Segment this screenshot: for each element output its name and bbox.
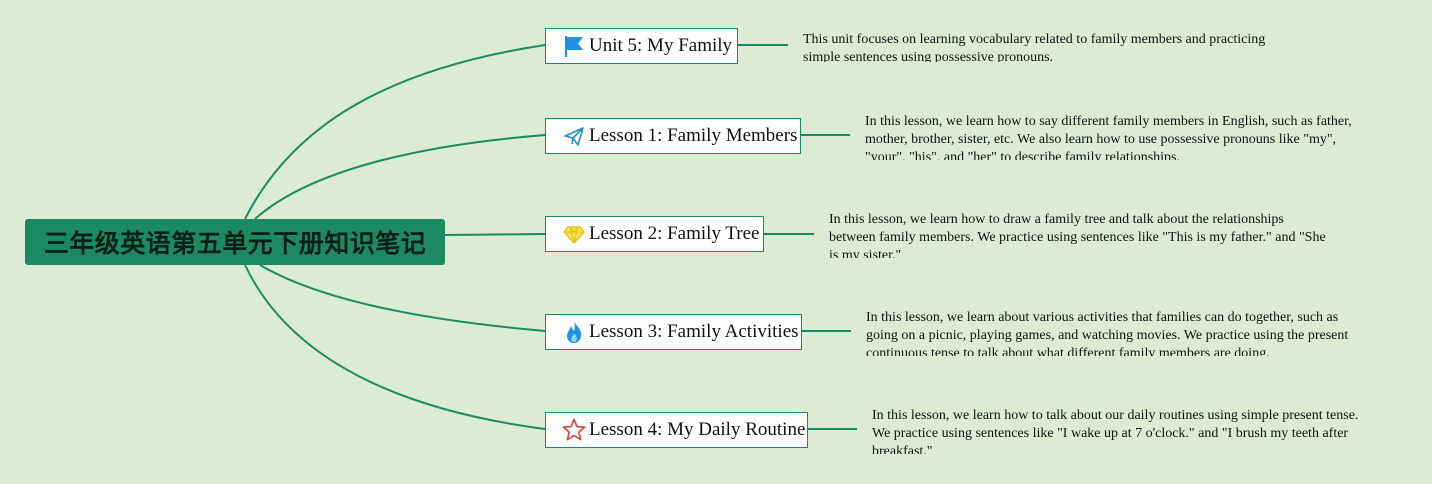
central-topic-title: 三年级英语第五单元下册知识笔记 (43, 229, 427, 258)
note-lesson3: In this lesson, we learn about various a… (866, 310, 1349, 356)
topic-label: Lesson 4: My Daily Routine (589, 419, 806, 440)
connector-lesson2 (444, 233, 546, 236)
note-lesson4: In this lesson, we learn how to talk abo… (872, 408, 1359, 454)
connector-lesson4 (244, 264, 546, 430)
topic-label: Lesson 1: Family Members (589, 125, 798, 146)
flame-icon (562, 320, 586, 344)
central-topic[interactable]: 三年级英语第五单元下册知识笔记 (25, 219, 445, 265)
diamond-icon (562, 222, 586, 246)
topic-label: Lesson 3: Family Activities (589, 321, 799, 342)
topic-lesson4[interactable]: Lesson 4: My Daily Routine (545, 412, 808, 448)
star-icon (562, 418, 586, 442)
paper-plane-icon (562, 124, 586, 148)
note-lesson1: In this lesson, we learn how to say diff… (865, 114, 1352, 160)
topic-unit5[interactable]: Unit 5: My Family (545, 28, 738, 64)
note-lesson2: In this lesson, we learn how to draw a f… (829, 212, 1326, 258)
note-unit5: This unit focuses on learning vocabulary… (803, 32, 1266, 62)
topic-label: Lesson 2: Family Tree (589, 223, 760, 244)
topic-lesson3[interactable]: Lesson 3: Family Activities (545, 314, 802, 350)
flag-icon (562, 34, 586, 58)
connector-lesson3 (259, 264, 546, 332)
topic-lesson2[interactable]: Lesson 2: Family Tree (545, 216, 764, 252)
connector-lesson1 (254, 134, 546, 220)
topic-lesson1[interactable]: Lesson 1: Family Members (545, 118, 801, 154)
connector-unit5 (244, 44, 546, 220)
topic-label: Unit 5: My Family (589, 35, 733, 56)
